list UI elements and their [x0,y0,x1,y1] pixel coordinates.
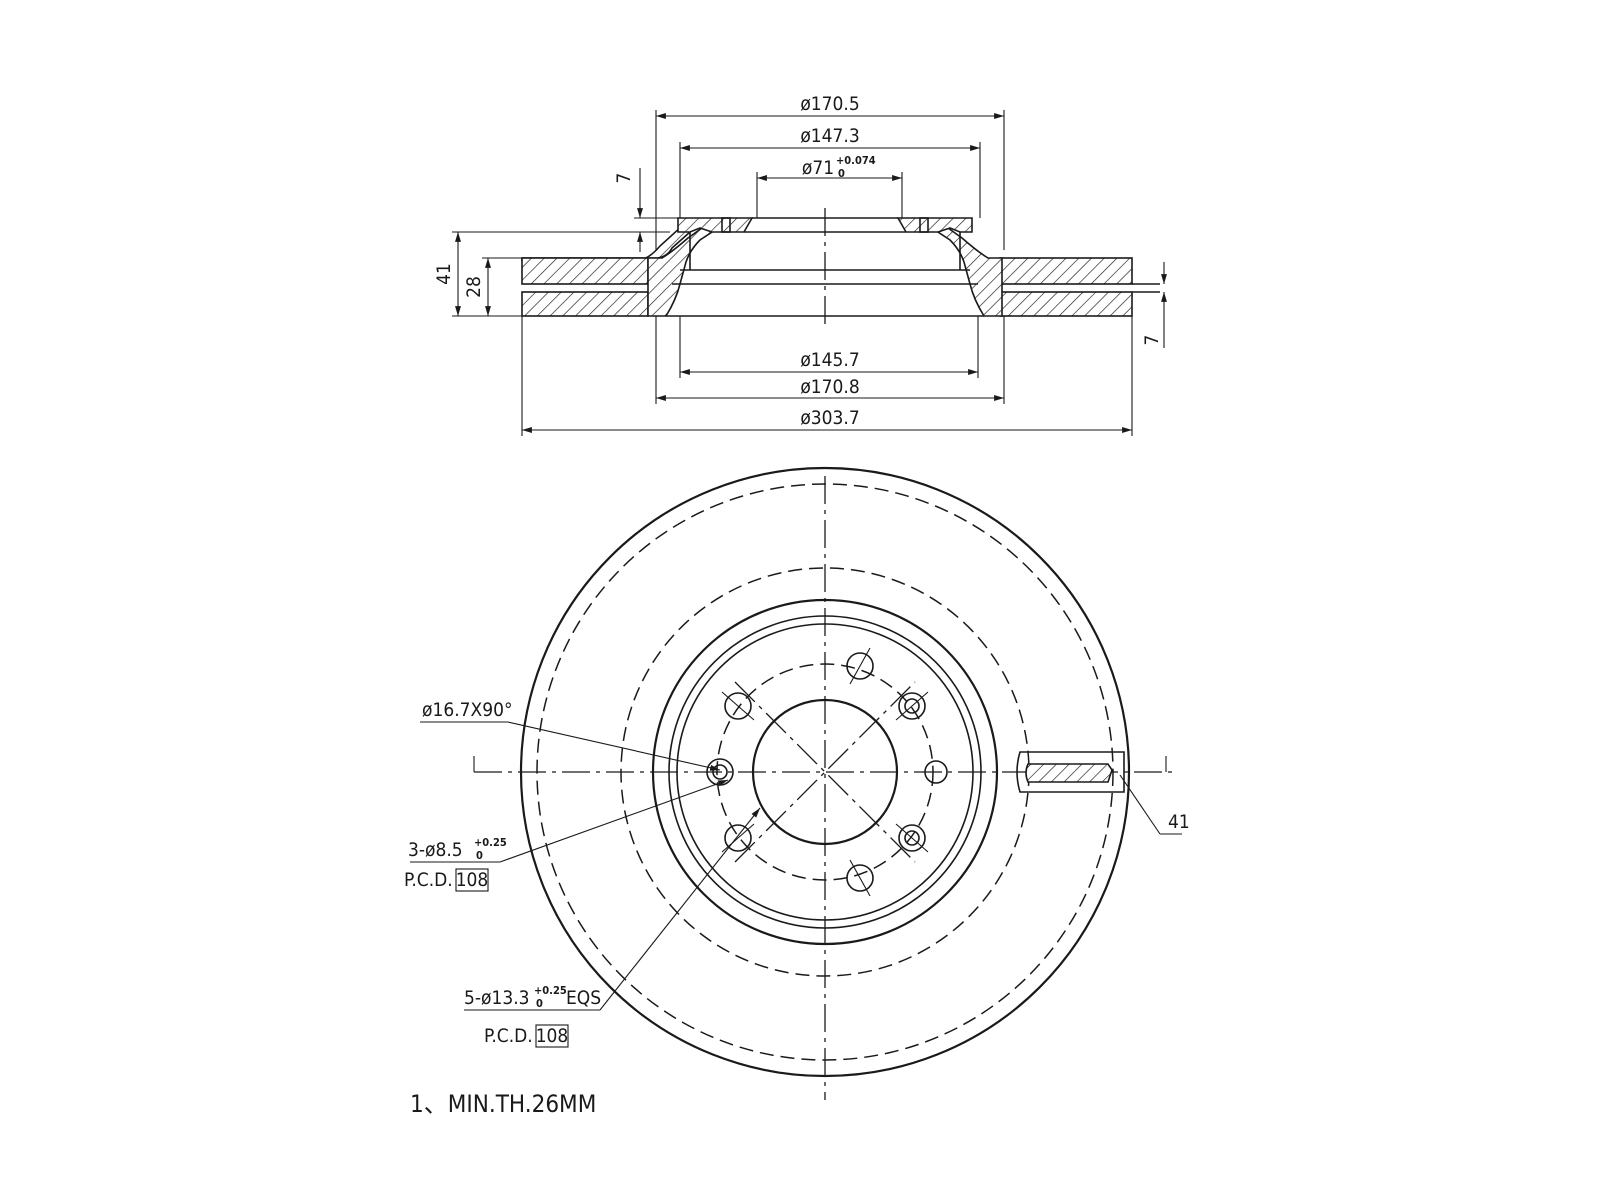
bolt-hole-6 [721,823,755,853]
bolt-hole-5 [846,859,874,897]
small-holes-pcd-value: 108 [456,869,489,891]
right-upper-plate [999,257,1133,285]
section-41-label: 41 [1168,811,1190,833]
note-min-thickness: 1、MIN.TH.26MM [410,1090,596,1118]
dim-41: 41 [433,263,455,285]
diag-centerline-1 [734,681,916,863]
center-bore [751,698,899,846]
dim-hat-7: 7 [613,173,635,184]
right-hat-wall [936,227,1003,317]
hat-step-circle-2 [676,623,974,921]
dim-71-tol-upper: +0.074 [836,154,876,167]
dim-147-3: ø147.3 [800,125,859,147]
disc-outer-circle [519,466,1131,1078]
hat-hole-left [721,217,731,233]
diag-centerline-2 [734,681,916,863]
leader-chamfer [507,721,721,771]
bolt-holes-tol-upper: +0.25 [534,984,567,997]
left-hat-wall [647,227,714,317]
leader-41 [1119,774,1161,835]
small-holes-label: 3-ø8.5 [408,839,463,861]
leader-bolt-holes [599,807,761,1011]
vent-slot-section [1016,751,1125,793]
small-holes-pcd-prefix: P.C.D. [404,869,453,891]
bolt-holes-pcd-box [535,1024,569,1048]
section-view: ø170.5 ø147.3 ø71 +0.074 0 ø145.7 ø170.8… [433,93,1167,436]
bolt-hole-3 [924,760,948,784]
left-hat-top [677,217,754,233]
right-lower-plate [999,291,1133,317]
vent-gap [1132,283,1160,293]
bolt-hole-1 [846,647,874,685]
dim-71: ø71 [802,157,834,179]
small-holes-tol-upper: +0.25 [474,836,507,849]
hat-hole-right [919,217,929,233]
bolt-holes-suffix: EQS [566,987,601,1009]
left-upper-plate [521,257,649,285]
bolt-hole-4 [895,823,929,853]
small-holes-tol-lower: 0 [476,849,483,862]
dim-vent-7: 7 [1141,335,1163,346]
bolt-hole-2 [895,691,929,721]
bolt-holes-label: 5-ø13.3 [464,987,530,1009]
pcd-circle [716,663,934,881]
hat-outer-circle [651,598,999,946]
dim-71-tol-lower: 0 [838,167,845,180]
dim-145-7: ø145.7 [800,349,859,371]
left-upper-friction-plate [521,224,692,261]
left-lower-plate [521,291,649,317]
hat-step-circle-1 [668,615,982,929]
bolt-hole-8 [721,691,755,721]
disc-outer-dashed [536,483,1114,1061]
bolt-holes-tol-lower: 0 [536,997,543,1010]
bolt-holes-pcd-prefix: P.C.D. [484,1025,533,1047]
dim-28: 28 [463,276,485,298]
dim-170-8: ø170.8 [800,376,859,398]
dim-303-7: ø303.7 [800,407,859,429]
front-view: ø16.7X90° 3-ø8.5 +0.25 0 P.C.D. 108 5-ø1… [404,466,1190,1100]
bolt-holes-pcd-value: 108 [536,1025,569,1047]
small-holes-pcd-box [455,868,489,892]
right-hat-top [896,217,973,233]
leader-small-holes [499,779,729,863]
dim-170-5: ø170.5 [800,93,859,115]
chamfer-hole-label: ø16.7X90° [422,699,513,721]
